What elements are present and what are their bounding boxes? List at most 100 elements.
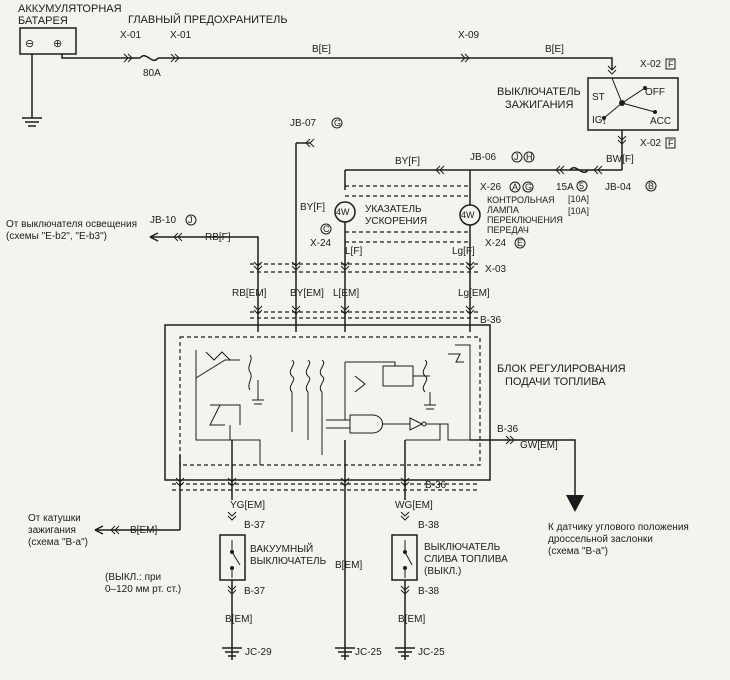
headlight-ref-2: (схемы "E-b2", "E-b3") xyxy=(6,231,107,242)
drain-switch-label-3: (ВЫКЛ.) xyxy=(424,566,461,577)
wire-rb-em: RB[EM] xyxy=(232,288,267,299)
conn-b38-bot: B-38 xyxy=(418,586,440,597)
main-fuse-icon xyxy=(139,55,159,61)
conn-jc25-right: JC-25 xyxy=(418,647,445,658)
fuel-block-label-2: ПОДАЧИ ТОПЛИВА xyxy=(505,376,606,388)
shift-lamp-label-1: КОНТРОЛЬНАЯ xyxy=(487,195,555,205)
fuse-15a-tag: 5 xyxy=(579,181,584,191)
main-fuse-rating: 80A xyxy=(143,68,161,79)
ignition-coil-ref-3: (схема "В-а") xyxy=(28,537,88,548)
conn-x26-tag2: G xyxy=(525,182,532,192)
vacuum-switch-label-1: ВАКУУМНЫЙ xyxy=(250,542,313,555)
battery-minus-terminal: ⊖ xyxy=(25,38,34,50)
fuse-15a-rating: 15A xyxy=(556,182,574,193)
wire-l-f: L[F] xyxy=(345,246,362,257)
shift-lamp-label-3: ПЕРЕКЛЮЧЕНИЯ xyxy=(487,215,563,225)
shift-lamp-label-4: ПЕРЕДАЧ xyxy=(487,225,529,235)
ignition-switch-label-1: ВЫКЛЮЧАТЕЛЬ xyxy=(497,86,581,98)
vacuum-switch-note-1: (ВЫКЛ.: при xyxy=(105,572,161,583)
conn-jb06: JB-06 xyxy=(470,152,497,163)
conn-x01-left: X-01 xyxy=(120,30,142,41)
ignition-switch-label-2: ЗАЖИГАНИЯ xyxy=(505,99,573,111)
fuel-block-label-1: БЛОК РЕГУЛИРОВАНИЯ xyxy=(497,363,626,375)
ground-icon-jc25-mid xyxy=(335,647,355,657)
conn-x24-left: X-24 xyxy=(310,238,332,249)
arrow-down-icon xyxy=(566,495,584,512)
conn-x02-top: X-02 xyxy=(640,59,662,70)
ignition-ig: IG₁ xyxy=(592,115,607,126)
and-gate-icon xyxy=(349,414,383,434)
ignition-coil-ref-2: зажигания xyxy=(28,525,76,536)
wire-yg-em: YG[EM] xyxy=(230,500,265,511)
conn-jb04-tag: B xyxy=(648,181,654,191)
conn-x02-bot: X-02 xyxy=(640,138,662,149)
conn-b36-bot: B-36 xyxy=(425,480,447,491)
wire-wg-em: WG[EM] xyxy=(395,500,433,511)
conn-jc25-mid: JC-25 xyxy=(355,647,382,658)
wire-b-em-left: B[EM] xyxy=(130,525,157,536)
wire-lg-em: Lg[EM] xyxy=(458,288,490,299)
battery-plus-terminal: ⊕ xyxy=(53,38,62,50)
boost-indicator-watt: 4W xyxy=(336,207,350,217)
wire-by-f-top: BY[F] xyxy=(395,156,420,167)
conn-x01-right: X-01 xyxy=(170,30,192,41)
conn-b36-mid: B-36 xyxy=(497,424,519,435)
conn-jc29: JC-29 xyxy=(245,647,272,658)
wire-b-em-drain: B[EM] xyxy=(398,614,425,625)
conn-x02-bot-tag: F xyxy=(668,138,674,148)
conn-x24-right: X-24 xyxy=(485,238,507,249)
conn-b36-top: B-36 xyxy=(480,315,502,326)
transformer-coil-icon xyxy=(289,359,295,393)
shift-lamp-label-2: ЛАМПА xyxy=(487,205,519,215)
conn-b37-bot: B-37 xyxy=(244,586,266,597)
conn-x26: X-26 xyxy=(480,182,502,193)
wire-be-right: B[E] xyxy=(545,44,564,55)
wire-b-em-center: B[EM] xyxy=(335,560,362,571)
shift-lamp-watt: 4W xyxy=(461,210,475,220)
conn-x02-top-tag: F xyxy=(668,59,674,69)
throttle-ref-3: (схема "В-а") xyxy=(548,546,608,557)
drain-switch-label-1: ВЫКЛЮЧАТЕЛЬ xyxy=(424,542,501,553)
boost-indicator-label-2: УСКОРЕНИЯ xyxy=(365,216,427,227)
ground-icon xyxy=(22,117,42,127)
conn-jb07-tag: G xyxy=(334,118,341,128)
boost-indicator-label-1: УКАЗАТЕЛЬ xyxy=(365,204,422,215)
wire-bw-f: BW[F] xyxy=(606,154,634,165)
ignition-off: OFF xyxy=(645,87,665,98)
conn-x26-tag1: A xyxy=(512,182,518,192)
throttle-ref-2: дроссельной заслонки xyxy=(548,534,653,545)
throttle-ref-1: К датчику углового положения xyxy=(548,522,689,533)
fuel-control-block xyxy=(164,324,491,481)
conn-jb07: JB-07 xyxy=(290,118,317,129)
wire-by-em: BY[EM] xyxy=(290,288,324,299)
fuse-15a-amp: [10A] xyxy=(568,194,589,204)
fuse-15a-icon xyxy=(569,167,589,173)
shift-lamp-amp: [10A] xyxy=(568,206,589,216)
wire-be-main: B[E] xyxy=(312,44,331,55)
battery-label-2: БАТАРЕЯ xyxy=(18,15,68,27)
relay-box-icon xyxy=(382,365,414,387)
conn-jb04: JB-04 xyxy=(605,182,632,193)
vacuum-switch-label-2: ВЫКЛЮЧАТЕЛЬ xyxy=(250,556,327,567)
ignition-coil-ref-1: От катушки xyxy=(28,513,81,524)
conn-x24-left-tag: C xyxy=(323,224,330,234)
conn-jb06-tag2: H xyxy=(526,152,533,162)
wire-gw-em: GW[EM] xyxy=(520,440,558,451)
conn-jb10: JB-10 xyxy=(150,215,177,226)
wire-lg-f: Lg[F] xyxy=(452,246,475,257)
arrow-left-icon xyxy=(149,232,159,242)
inverter-icon xyxy=(409,417,424,431)
relay-coil-icon xyxy=(248,354,252,391)
ground-icon-jc29 xyxy=(222,647,242,657)
wire-by-f-vert: BY[F] xyxy=(300,202,325,213)
conn-x09: X-09 xyxy=(458,30,480,41)
vacuum-switch-note-2: 0–120 мм рт. ст.) xyxy=(105,584,181,595)
ground-icon-jc25-right xyxy=(395,647,415,657)
ignition-st: ST xyxy=(592,92,605,103)
wire-b-em-vac: B[EM] xyxy=(225,614,252,625)
conn-b38-top: B-38 xyxy=(418,520,440,531)
wire-rb-f: RB[F] xyxy=(205,232,231,243)
wire-l-em: L[EM] xyxy=(333,288,359,299)
conn-x03: X-03 xyxy=(485,264,507,275)
